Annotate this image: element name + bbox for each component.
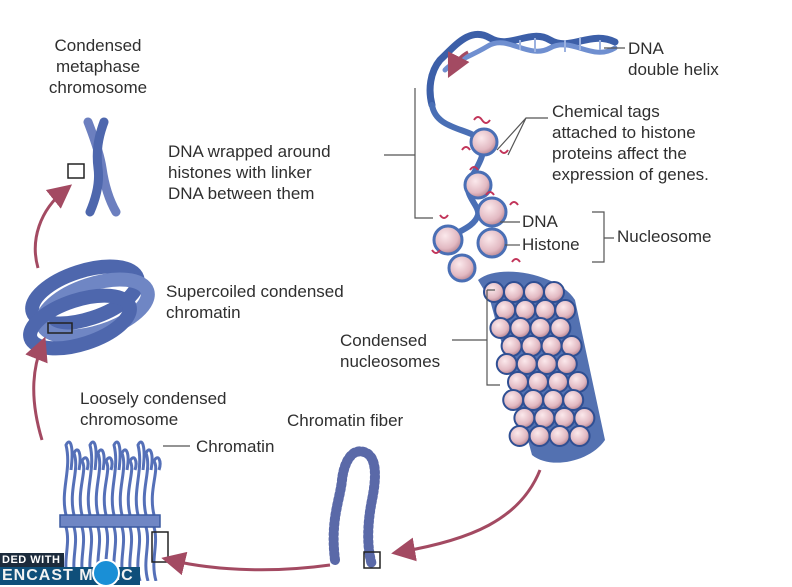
label-line: nucleosomes <box>340 352 441 371</box>
label-dna: DNA <box>522 212 558 231</box>
metaphase-chromosome-graphic <box>67 117 121 217</box>
label-line: Condensed <box>340 331 427 350</box>
nucleosome-bead <box>543 281 565 303</box>
nucleosome-bead <box>515 353 538 375</box>
nucleosome-bead <box>560 335 583 357</box>
loosely-condensed-chromosome-graphic <box>59 440 169 581</box>
nucleosome-bead <box>522 389 545 411</box>
helix-arrow <box>447 50 470 79</box>
chromatin-loop <box>150 456 162 516</box>
label-dna-double-helix: DNA double helix <box>628 38 719 80</box>
chromatin-loop <box>94 448 106 516</box>
nucleosome-bead <box>547 371 569 393</box>
label-condensed-nucleosomes: Condensed nucleosomes <box>340 330 440 372</box>
dna-double-helix-graphic <box>426 30 619 109</box>
cycle-arrows <box>25 184 542 576</box>
label-line: Loosely condensed <box>80 389 227 408</box>
nucleosome-bead <box>542 389 565 411</box>
chromatin-loop <box>142 448 154 516</box>
nucleosome-bead <box>495 353 518 375</box>
label-line: histones with linker <box>168 163 312 182</box>
chromatin-fiber-graphic <box>328 446 381 570</box>
chromatin-loop <box>144 526 150 581</box>
label-line: DNA between them <box>168 184 315 203</box>
nucleosome-bead <box>514 299 537 321</box>
label-line: Supercoiled condensed <box>166 282 344 301</box>
condensed-nucleosome-column <box>478 271 605 463</box>
supercoiled-chromatin-graphic <box>23 259 155 356</box>
label-chromatin: Chromatin <box>196 437 275 456</box>
chromatin-loop <box>110 440 122 516</box>
nucleosome-bead <box>489 317 512 339</box>
label-line: DNA wrapped around <box>168 142 331 161</box>
nucleosome-bead <box>513 407 536 429</box>
label-line: chromosome <box>80 410 179 429</box>
nucleosome-bead <box>554 299 577 321</box>
chromatin-loop <box>134 440 146 516</box>
label-chromatin-fiber: Chromatin fiber <box>287 411 404 430</box>
label-supercoiled-condensed-chromatin: Supercoiled condensed chromatin <box>166 281 344 323</box>
label-loosely-condensed-chromosome: Loosely condensed chromosome <box>80 388 227 430</box>
label-line: Condensed <box>54 36 142 55</box>
chromatin-loop <box>102 456 114 516</box>
chromatin-loop <box>118 448 130 516</box>
nucleosome-bead <box>502 389 525 411</box>
leader-lines <box>163 47 625 447</box>
label-line: metaphase <box>55 57 141 76</box>
nucleosome-bead <box>535 353 558 375</box>
nucleosome-bead <box>533 407 556 429</box>
nucleosome-bead <box>568 425 591 447</box>
nucleosome-bead <box>540 335 563 357</box>
label-line: DNA <box>628 39 664 58</box>
nucleosome-bead <box>507 371 529 393</box>
screencast-watermark: DED WITH ENCAST MATIC <box>0 547 200 587</box>
nucleosome-bead <box>528 425 551 447</box>
watermark-top-text: DED WITH <box>0 553 65 567</box>
label-histone: Histone <box>522 235 580 254</box>
chromatin-loop <box>62 440 74 516</box>
nucleosome-bead <box>527 371 549 393</box>
label-line: chromatin <box>166 303 241 322</box>
nucleosome-bead <box>500 335 523 357</box>
chromatin-loop <box>70 448 82 516</box>
label-condensed-metaphase-chromosome: Condensed metaphase chromosome <box>30 35 166 98</box>
nucleosome-bead <box>573 407 596 429</box>
nucleosome-bead <box>494 299 517 321</box>
chromatin-loop <box>126 456 138 516</box>
label-line: chromosome <box>48 78 148 97</box>
nucleosome-bead <box>523 281 545 303</box>
nucleosome-bead <box>555 353 578 375</box>
nucleosome-bead <box>548 425 571 447</box>
nucleosome-bead <box>534 299 557 321</box>
label-line: double helix <box>628 60 719 79</box>
screencast-logo-icon <box>92 559 120 587</box>
label-line: expression of genes. <box>552 165 709 184</box>
nucleosome-bead <box>562 389 585 411</box>
label-chemical-tags: Chemical tags attached to histone protei… <box>552 101 709 185</box>
nucleosome-beads <box>432 127 508 283</box>
label-line: proteins affect the <box>552 144 687 163</box>
chromatin-loop <box>78 456 90 516</box>
chemical-tags-graphic <box>431 116 521 263</box>
label-nucleosome: Nucleosome <box>617 227 712 246</box>
chromatin-loop <box>86 440 98 516</box>
label-line: attached to histone <box>552 123 696 142</box>
nucleosome-bead <box>567 371 589 393</box>
nucleosome-bead <box>509 317 532 339</box>
nucleosome-bead <box>553 407 576 429</box>
nucleosome-bead <box>549 317 572 339</box>
label-dna-wrapped-around-histones: DNA wrapped around histones with linker … <box>168 141 331 204</box>
nucleosome-bead <box>508 425 531 447</box>
nucleosome-bead <box>529 317 552 339</box>
label-line: Chemical tags <box>552 102 660 121</box>
nucleosome-bead <box>503 281 525 303</box>
nucleosome-bead <box>520 335 543 357</box>
